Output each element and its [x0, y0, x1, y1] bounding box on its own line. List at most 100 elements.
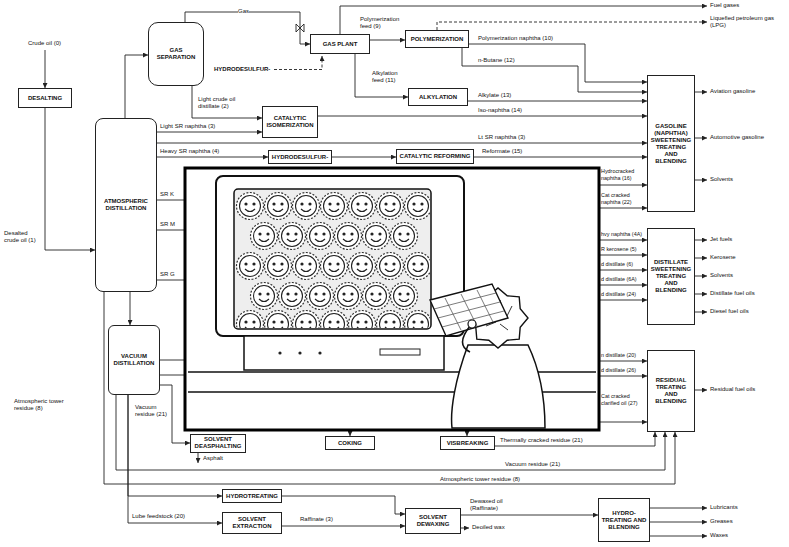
stream-line: [600, 240, 647, 241]
stream-label: HYDRODESULFUR-: [214, 66, 270, 73]
person-body: [452, 345, 545, 428]
screen-face: [279, 223, 306, 250]
stream-label: SR K: [160, 191, 174, 198]
box-label: HYDROTREATING: [225, 493, 279, 500]
edge-label: Lt SR naphtha (3): [478, 134, 525, 141]
screen-face: [307, 223, 334, 250]
screen-face: [377, 311, 404, 329]
screen-face: [237, 253, 264, 280]
box-label: CATALYTIC REFORMING: [399, 153, 471, 160]
stream-label: Atmospheric tower residue (8): [14, 398, 84, 412]
stream-label: Solvents: [710, 176, 733, 183]
flow-line: [462, 48, 647, 92]
stream-label: d distillate (26): [601, 367, 636, 374]
process-box: SOLVENT EXTRACTION: [222, 512, 282, 534]
screen-face: [363, 223, 390, 250]
flow-line: [468, 101, 647, 102]
edge-label: Alkylation feed (11): [372, 70, 408, 84]
box-label: CATALYTIC ISOMERIZATION: [265, 115, 315, 129]
screen-face: [307, 283, 334, 310]
edge-label: Gas: [238, 8, 249, 15]
screen-face: [321, 253, 348, 280]
keyboard-keys: [434, 290, 504, 330]
stream-label: Automotive gasoline: [710, 134, 764, 141]
box-label: SOLVENT DEWAXING: [408, 514, 458, 528]
product-arrow: [695, 276, 707, 277]
screen-face: [279, 283, 306, 310]
edge-label: Light crude oil distillate (2): [198, 96, 258, 110]
edge-label: Polymerization feed (9): [360, 16, 405, 30]
stream-label: Residual fuel oils: [710, 386, 755, 393]
stream-label: SR M: [160, 221, 175, 228]
product-arrow: [340, 6, 707, 34]
edge-label: Thermally cracked residue (21): [500, 437, 583, 444]
process-box: DESALTING: [18, 88, 72, 108]
stream-label: Greases: [710, 518, 733, 525]
process-box: CATALYTIC REFORMING: [396, 149, 474, 164]
process-box: RESIDUAL TREATING AND BLENDING: [647, 350, 695, 432]
screen-face: [405, 253, 431, 280]
screen-face: [237, 193, 264, 220]
flow-line: [474, 157, 647, 158]
edge-label: Raffinate (3): [300, 516, 333, 523]
stream-line: [600, 422, 647, 423]
stream-label: d distillate (6): [601, 261, 633, 268]
stream-label: n distillate (20): [601, 352, 636, 359]
stream-label: d distillate (6A): [601, 276, 637, 283]
product-arrow: [695, 240, 707, 241]
stream-line: [600, 376, 647, 377]
edge-label: Atmospheric tower residue (8): [440, 476, 520, 483]
edge-label: Heavy SR naphtha (4): [160, 148, 219, 155]
cartoon-frame: [185, 168, 599, 430]
screen-face: [321, 311, 348, 329]
flow-line: [282, 526, 405, 527]
stream-line: [600, 185, 647, 186]
screen-face: [363, 283, 390, 310]
flow-line: [318, 116, 647, 117]
edge-label: Dewaxed oil (Raffinate): [470, 498, 512, 512]
stream-line: [157, 200, 186, 201]
box-label: ATMOSPHERIC DISTILLATION: [98, 198, 154, 212]
box-label: HYDRO- TREATING AND BLENDING: [601, 510, 647, 531]
flow-line: [157, 143, 647, 144]
box-label: RESIDUAL TREATING AND BLENDING: [650, 377, 692, 405]
screen-face: [377, 253, 404, 280]
screen-face: [265, 311, 292, 329]
stream-label: Cat cracked naphtha (22): [601, 192, 645, 206]
product-arrow: [695, 312, 707, 313]
box-label: GAS PLANT: [313, 41, 367, 48]
process-box: HYDRO- TREATING AND BLENDING: [598, 498, 650, 542]
edge-label: Iso-naphtha (14): [478, 107, 522, 114]
feed-arrow: [45, 50, 46, 88]
stream-label: R kerosene (5): [601, 246, 637, 253]
stream-label: Asphalt: [203, 455, 223, 462]
flow-line: [469, 44, 647, 82]
stream-line: [157, 230, 186, 231]
edge-label: Alkylate (13): [478, 92, 511, 99]
stream-label: Kerosene: [710, 254, 736, 261]
edge-label: Vacuum residue (21): [135, 404, 169, 418]
stream-label: Diesel fuel oils: [710, 308, 749, 315]
edge-label: Desalted crude oil (1): [4, 230, 42, 244]
stream-label: hvy naphtha (4A): [601, 231, 642, 238]
flow-line: [45, 108, 95, 250]
stream-line: [600, 285, 647, 286]
box-label: COKING: [328, 440, 372, 447]
stream-label: Solvents: [710, 272, 733, 279]
edge-label: Lube feedstock (20): [132, 513, 185, 520]
stream-label: Aviation gasoline: [710, 88, 755, 95]
monitor-screen: [234, 189, 431, 329]
flow-line: [495, 432, 655, 446]
screen-face: [405, 193, 431, 220]
product-arrow: [695, 180, 707, 181]
screen-face: [237, 311, 264, 329]
stream-line: [600, 255, 647, 256]
stream-label: Deoiled wax: [472, 524, 505, 531]
case-button: [298, 351, 301, 354]
flow-line: [332, 157, 396, 158]
stream-label: Crude oil (0): [28, 40, 61, 47]
product-arrow: [695, 390, 707, 391]
screen-face: [251, 223, 278, 250]
screen-face: [391, 223, 418, 250]
flow-line: [355, 54, 408, 97]
